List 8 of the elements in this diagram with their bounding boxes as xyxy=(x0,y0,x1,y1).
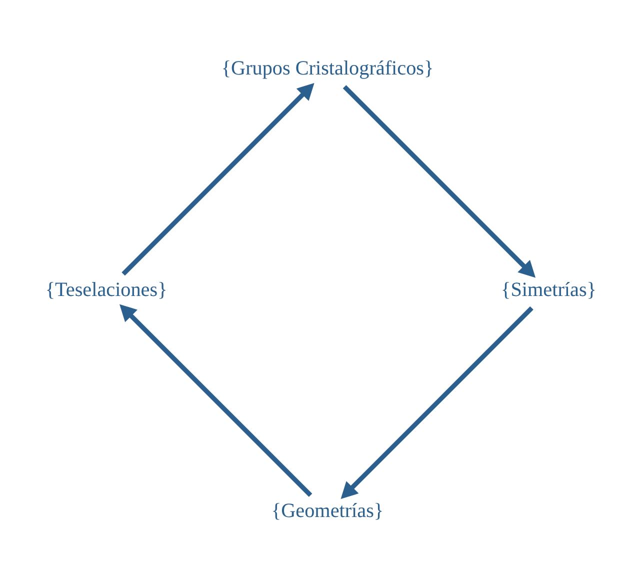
arrow xyxy=(340,306,534,499)
node-text: {Simetrías} xyxy=(501,278,596,300)
node-text: {Geometrías} xyxy=(271,500,384,522)
node-text: {Grupos Cristalográficos} xyxy=(221,57,434,80)
arrow xyxy=(122,82,314,276)
node-text: {Teselaciones} xyxy=(45,278,168,300)
arrow xyxy=(342,84,536,278)
arrow xyxy=(120,304,312,496)
